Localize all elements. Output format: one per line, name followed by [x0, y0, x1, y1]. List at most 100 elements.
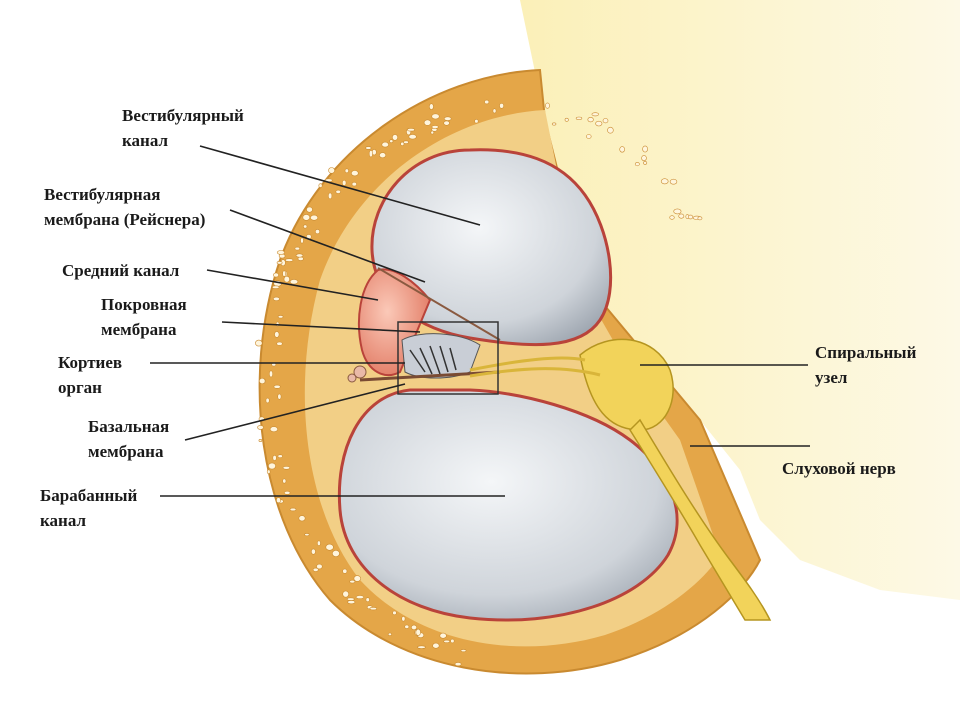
- bone-pore: [351, 181, 357, 187]
- bone-pore: [283, 275, 290, 283]
- bone-pore: [282, 270, 286, 277]
- bone-pore: [641, 155, 647, 162]
- bone-pore: [272, 285, 280, 289]
- bone-pore: [276, 250, 285, 255]
- label-tectorial-membrane: Покровная мембрана: [101, 295, 187, 339]
- label-spiral-ganglion: Спиральный узел: [815, 343, 917, 387]
- bone-pore: [401, 616, 406, 622]
- bone-pore: [277, 454, 283, 459]
- bone-pore: [387, 632, 392, 636]
- corti-organ-shape: [347, 333, 481, 383]
- bone-pore: [282, 465, 291, 470]
- bone-pore: [669, 215, 675, 220]
- bone-pore: [484, 99, 490, 105]
- bone-pore: [423, 119, 432, 126]
- bone-pore: [381, 141, 389, 148]
- bone-pore: [410, 624, 417, 631]
- bone-pore: [277, 393, 282, 400]
- bone-pore: [342, 590, 350, 598]
- bone-pore: [642, 145, 648, 153]
- bone-pore: [392, 610, 397, 616]
- bone-pore: [328, 167, 335, 174]
- bone-pore: [285, 258, 294, 262]
- bone-pore: [678, 213, 685, 219]
- bone-pore: [365, 146, 372, 150]
- auditory-nerve-shape: [629, 418, 772, 621]
- bone-pore: [258, 438, 263, 442]
- bone-pore: [439, 632, 447, 639]
- bone-pore: [268, 370, 273, 378]
- modiolus-region: [520, 0, 960, 600]
- bone-pore: [297, 256, 304, 261]
- label-basilar-membrane: Базальная мембрана: [88, 417, 170, 461]
- bone-pore: [284, 490, 291, 495]
- label-vestibular-canal: Вестибулярный канал: [122, 106, 244, 150]
- bone-pore: [273, 272, 279, 278]
- bone-pore: [282, 478, 287, 484]
- bone-pore: [643, 161, 648, 165]
- bone-pore: [303, 224, 308, 229]
- bone-pore: [607, 126, 614, 134]
- bone-pore: [443, 120, 450, 126]
- leader-basilar-membrane: [184, 383, 406, 441]
- bone-pore: [450, 638, 455, 644]
- label-auditory-nerve: Слуховой нерв: [782, 459, 896, 478]
- leader-lines: [150, 145, 810, 497]
- bone-pore: [295, 253, 304, 258]
- bone-pore: [591, 112, 599, 117]
- bone-pore: [300, 237, 304, 244]
- bone-pore: [575, 116, 583, 120]
- bone-pore: [587, 116, 594, 123]
- vestibular-canal-shape: [370, 148, 613, 347]
- bone-pore: [432, 642, 440, 649]
- bone-pore: [277, 315, 284, 319]
- bone-pore: [454, 662, 462, 667]
- bone-pore: [634, 162, 640, 167]
- bone-pore: [408, 134, 417, 140]
- bone-pore: [602, 118, 609, 124]
- bone-pore: [349, 579, 356, 584]
- bone-pore: [431, 125, 439, 129]
- spiral-ganglion-shape: [579, 338, 674, 431]
- bone-pore: [389, 139, 394, 143]
- bone-pore: [697, 216, 703, 221]
- bone-pore: [619, 146, 626, 153]
- bone-pore: [365, 597, 370, 603]
- bone-pore: [335, 189, 341, 194]
- bone-pore: [551, 122, 557, 126]
- bone-pore: [310, 548, 316, 555]
- bone-pore: [272, 296, 280, 302]
- bone-pore: [586, 134, 592, 139]
- bone-pore: [269, 426, 279, 433]
- bone-pore: [272, 454, 277, 461]
- bone-pore: [331, 549, 340, 557]
- bone-pore: [428, 103, 434, 110]
- bone-pore: [415, 628, 421, 636]
- bone-pore: [379, 152, 387, 159]
- bone-pore: [255, 339, 263, 347]
- bone-pore: [304, 533, 310, 537]
- bone-pore: [289, 507, 297, 512]
- nerve-fibers: [469, 356, 601, 378]
- bone-pore: [407, 128, 415, 132]
- vestibular-membrane-line: [377, 267, 501, 341]
- bone-pore: [347, 600, 356, 605]
- label-middle-canal: Средний канал: [62, 261, 180, 280]
- label-tympanic-canal: Барабанный канал: [40, 486, 138, 530]
- bone-pore: [268, 462, 276, 470]
- bone-pore: [368, 150, 373, 158]
- bone-pore: [687, 214, 694, 220]
- bone-pore: [312, 567, 319, 572]
- bone-pore: [294, 246, 300, 251]
- bone-pore: [342, 179, 347, 186]
- bone-pore: [276, 341, 283, 346]
- bone-pore: [276, 497, 281, 504]
- bone-pore: [443, 116, 452, 121]
- bone-pore: [302, 214, 311, 221]
- leader-vestibular-membrane: [229, 209, 426, 283]
- bone-pore: [443, 639, 451, 644]
- bone-pore: [306, 206, 313, 213]
- bone-pore: [298, 515, 306, 522]
